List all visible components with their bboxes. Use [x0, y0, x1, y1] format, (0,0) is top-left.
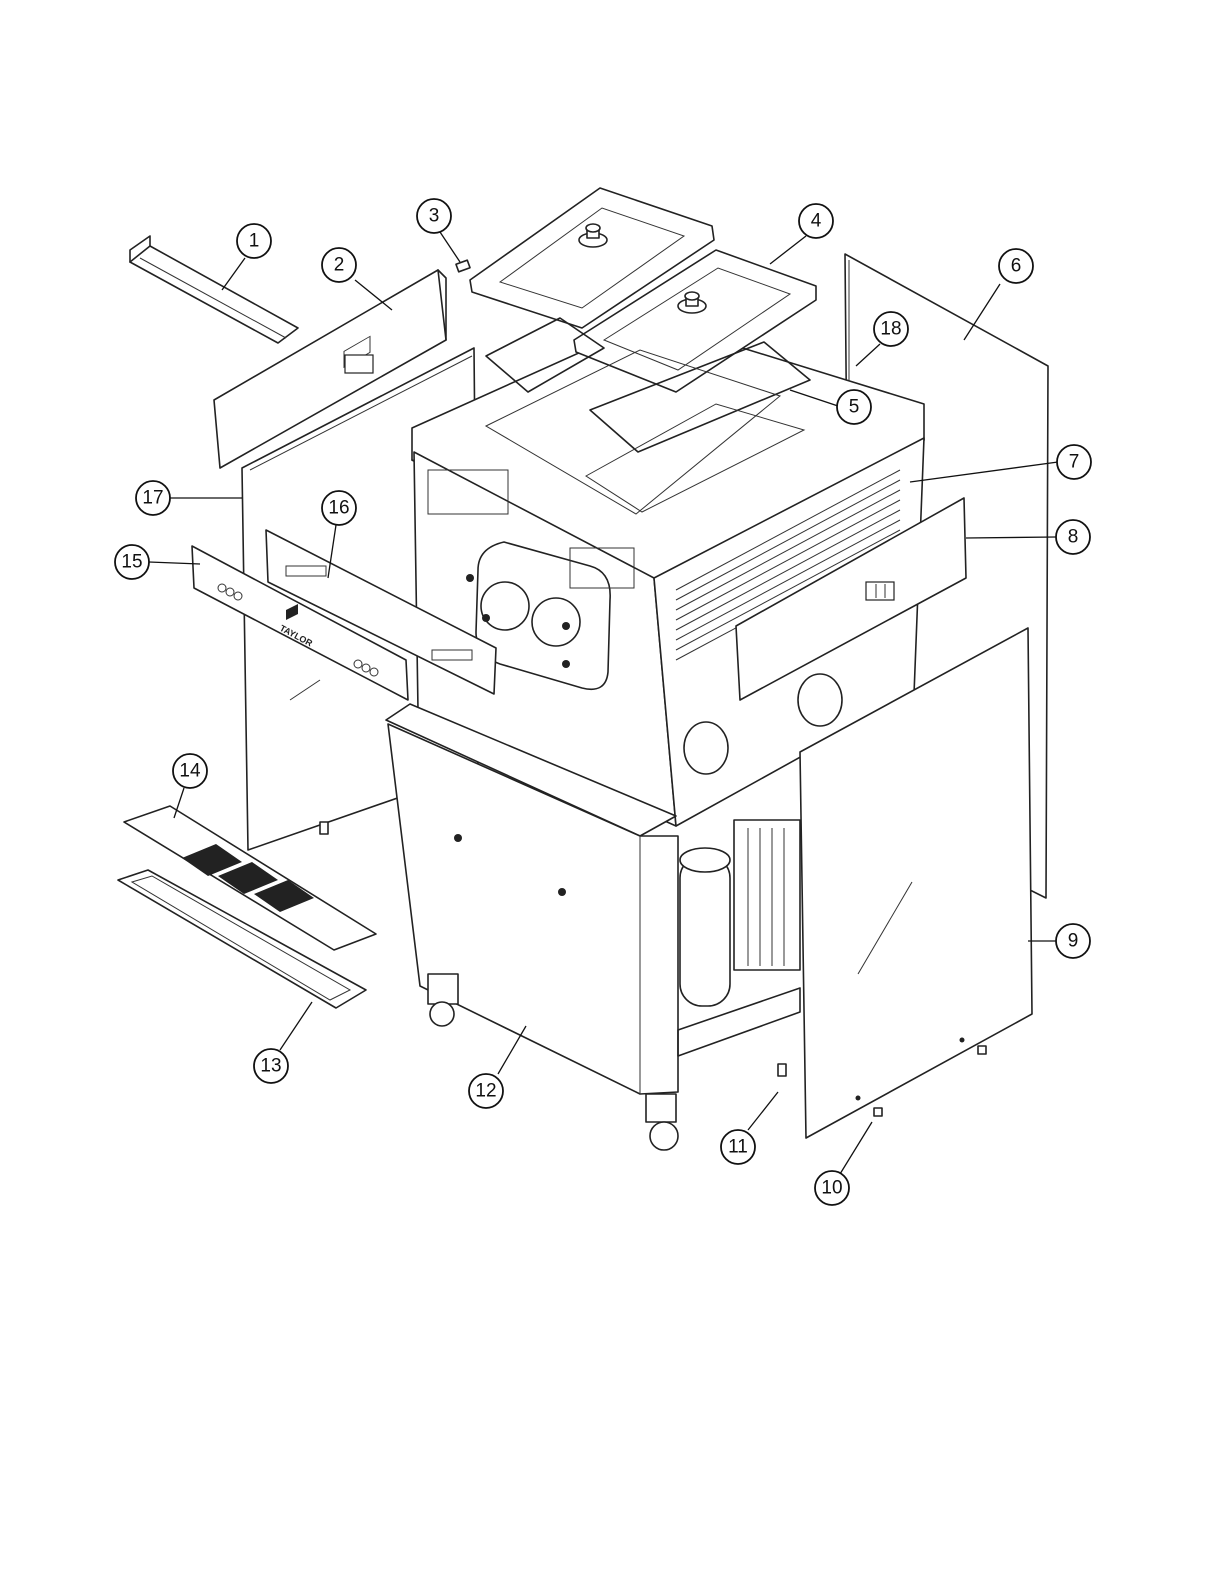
callout-label: 18	[880, 319, 901, 340]
callout-label: 13	[260, 1056, 281, 1077]
callout-3: 3	[417, 199, 451, 233]
callout-label: 14	[179, 761, 201, 782]
callout-6: 6	[999, 249, 1033, 283]
caster-right	[646, 1094, 678, 1150]
condenser-coil	[734, 820, 800, 970]
caster-left	[428, 974, 458, 1026]
side-panel-latch	[320, 822, 328, 834]
callout-label: 7	[1069, 452, 1080, 473]
callout-label: 15	[121, 552, 142, 573]
callout-label: 1	[249, 231, 260, 252]
callout-8: 8	[1056, 520, 1090, 554]
callout-label: 4	[811, 211, 822, 232]
callout-label: 10	[821, 1178, 842, 1199]
callout-label: 16	[328, 498, 349, 519]
part-11-latch	[778, 1064, 786, 1076]
compressor	[680, 848, 730, 1006]
callout-15: 15	[115, 545, 149, 579]
callout-2: 2	[322, 248, 356, 282]
part-1-rail	[130, 236, 298, 343]
part-3-plug	[456, 260, 470, 272]
callout-label: 6	[1011, 256, 1022, 277]
callout-1: 1	[237, 224, 271, 258]
callout-18: 18	[874, 312, 908, 346]
part-10-fastener	[978, 1046, 986, 1054]
callout-label: 17	[142, 488, 163, 509]
callout-label: 11	[728, 1137, 748, 1158]
callout-label: 5	[849, 397, 860, 418]
callout-label: 2	[334, 255, 345, 276]
callout-14: 14	[173, 754, 207, 788]
callout-4: 4	[799, 204, 833, 238]
callout-label: 3	[429, 206, 440, 227]
callout-11: 11	[721, 1130, 755, 1164]
callout-label: 8	[1068, 527, 1079, 548]
callout-12: 12	[469, 1074, 503, 1108]
callout-10: 10	[815, 1171, 849, 1205]
callout-5: 5	[837, 390, 871, 424]
callout-label: 12	[475, 1081, 496, 1102]
part-10-fastener-2	[874, 1108, 882, 1116]
callout-9: 9	[1056, 924, 1090, 958]
callout-7: 7	[1057, 445, 1091, 479]
callout-16: 16	[322, 491, 356, 525]
callout-label: 9	[1068, 931, 1079, 952]
callout-13: 13	[254, 1049, 288, 1083]
callout-17: 17	[136, 481, 170, 515]
